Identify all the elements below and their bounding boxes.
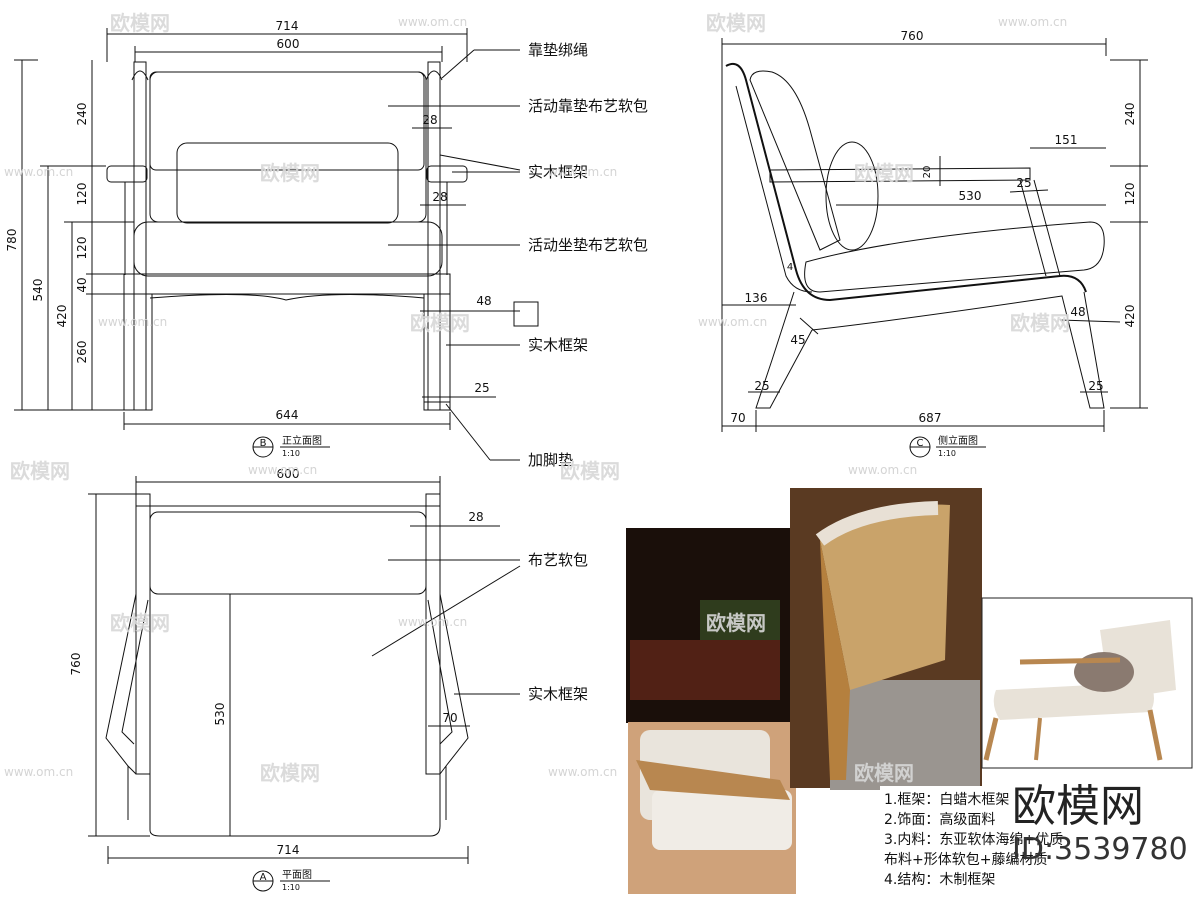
- dim-151-side: 151: [1055, 133, 1078, 147]
- dim-28a-front: 28: [422, 113, 437, 127]
- dim-70-plan: 70: [442, 711, 457, 725]
- dim-530-side: 530: [959, 189, 982, 203]
- dim-760-side: 760: [901, 29, 924, 43]
- dim-25c-side: 25: [1088, 379, 1103, 393]
- callout-back-cushion: 活动靠垫布艺软包: [528, 97, 648, 115]
- watermark-8: 欧模网: [560, 459, 620, 483]
- dim-600-plan: 600: [277, 467, 300, 481]
- dim-120-side: 120: [1123, 183, 1137, 206]
- dim-4-side: 4: [787, 262, 793, 273]
- watermark-url-7: www.om.cn: [248, 463, 317, 477]
- plan-view: 600 28 760 530 70 714 布艺软包 实木框架 A: [69, 467, 588, 892]
- dim-260-front: 260: [75, 341, 89, 364]
- front-elevation: 714 600 780 540: [5, 19, 648, 469]
- callout-rope: 靠垫绑绳: [528, 41, 588, 59]
- watermark-url-10: www.om.cn: [4, 765, 73, 779]
- note-3: 3.内料：东亚软体海绵+优质: [884, 832, 1064, 848]
- dim-420-front: 420: [55, 305, 69, 328]
- dim-530-plan: 530: [213, 703, 227, 726]
- watermark-url-11: www.om.cn: [548, 765, 617, 779]
- dim-687-side: 687: [919, 411, 942, 425]
- plan-title-letter: A: [260, 872, 267, 883]
- watermark-6: 欧模网: [1010, 311, 1070, 335]
- dim-20-side: 20: [922, 166, 933, 179]
- watermark-3: 欧模网: [260, 161, 320, 185]
- brand-id: ID:3539780: [1012, 832, 1188, 867]
- callout-fabric: 布艺软包: [528, 551, 588, 569]
- dim-25-front: 25: [474, 381, 489, 395]
- note-1: 1.框架：白蜡木框架: [884, 792, 1010, 808]
- dim-136-side: 136: [745, 291, 768, 305]
- watermark-5: 欧模网: [410, 311, 470, 335]
- watermark-12: 欧模网: [854, 761, 914, 785]
- dim-28b-front: 28: [432, 190, 447, 204]
- watermark-1: 欧模网: [110, 11, 170, 35]
- callout-frame-plan: 实木框架: [528, 685, 588, 703]
- dim-70-side: 70: [730, 411, 745, 425]
- callout-foot-pad: 加脚垫: [528, 451, 573, 469]
- dim-714-front: 714: [276, 19, 299, 33]
- dim-28-plan: 28: [468, 510, 483, 524]
- watermark-url-8: www.om.cn: [848, 463, 917, 477]
- watermark-url-1: www.om.cn: [398, 15, 467, 29]
- note-2: 2.饰面：高级面料: [884, 812, 996, 828]
- note-5: 4.结构：木制框架: [884, 872, 996, 888]
- watermark-9: 欧模网: [110, 611, 170, 635]
- side-title-scale: 1:10: [938, 449, 956, 458]
- dim-600-front: 600: [277, 37, 300, 51]
- dim-240-side: 240: [1123, 103, 1137, 126]
- watermark-url-3: www.om.cn: [4, 165, 73, 179]
- brand-name: 欧模网: [1012, 781, 1144, 832]
- front-title-letter: B: [260, 438, 267, 449]
- dim-48-front: 48: [476, 294, 491, 308]
- plan-title-name: 平面图: [282, 869, 312, 881]
- callout-frame-2: 实木框架: [528, 336, 588, 354]
- dim-120b-front: 120: [75, 237, 89, 260]
- dim-420-side: 420: [1123, 305, 1137, 328]
- watermark-url-6: www.om.cn: [698, 315, 767, 329]
- watermark-7: 欧模网: [10, 459, 70, 483]
- plan-title-scale: 1:10: [282, 883, 300, 892]
- watermark-10: 欧模网: [706, 611, 766, 635]
- watermark-url-5: www.om.cn: [98, 315, 167, 329]
- dim-25a-side: 25: [1016, 176, 1031, 190]
- side-title-letter: C: [917, 438, 924, 449]
- watermark-4: 欧模网: [854, 161, 914, 185]
- dim-760-plan: 760: [69, 653, 83, 676]
- dim-45-side: 45: [790, 333, 805, 347]
- dim-120a-front: 120: [75, 183, 89, 206]
- dim-25b-side: 25: [754, 379, 769, 393]
- front-title-scale: 1:10: [282, 449, 300, 458]
- dim-40-front: 40: [75, 277, 89, 292]
- dim-780-front: 780: [5, 229, 19, 252]
- dim-240-front: 240: [75, 103, 89, 126]
- dim-48-side: 48: [1070, 305, 1085, 319]
- watermark-url-9: www.om.cn: [398, 615, 467, 629]
- dim-644-front: 644: [276, 408, 299, 422]
- dim-714-plan: 714: [277, 843, 300, 857]
- watermark-11: 欧模网: [260, 761, 320, 785]
- watermark-url-2: www.om.cn: [998, 15, 1067, 29]
- dim-540-front: 540: [31, 279, 45, 302]
- callout-seat-cushion: 活动坐垫布艺软包: [528, 236, 648, 254]
- side-title-name: 侧立面图: [938, 434, 978, 447]
- photo-collage: [626, 488, 1193, 896]
- watermark-2: 欧模网: [706, 11, 766, 35]
- watermarks: 欧模网 欧模网 欧模网 欧模网 欧模网 欧模网 欧模网 欧模网 欧模网 欧模网 …: [4, 11, 1070, 785]
- front-title-name: 正立面图: [282, 434, 322, 447]
- watermark-url-4: www.om.cn: [548, 165, 617, 179]
- side-elevation: 760 240 120 420 151 20 25 530: [721, 29, 1148, 458]
- callout-frame-1: 实木框架: [528, 163, 588, 181]
- note-4: 布料+形体软包+藤编材质: [884, 852, 1048, 868]
- spec-notes: 1.框架：白蜡木框架 2.饰面：高级面料 3.内料：东亚软体海绵+优质 布料+形…: [884, 790, 1194, 890]
